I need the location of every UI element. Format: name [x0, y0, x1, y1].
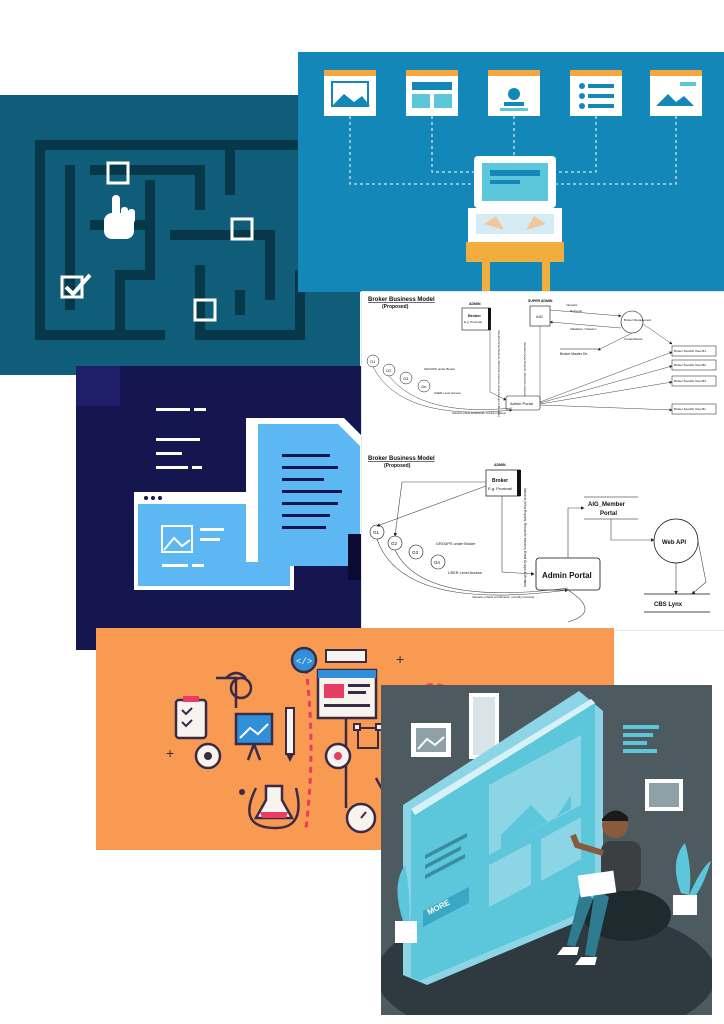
plant-left	[395, 865, 431, 943]
puzzle-gear-icon	[324, 742, 352, 770]
svg-text:Validation / Deletion: Validation / Deletion	[570, 327, 597, 331]
plant-right	[673, 843, 711, 915]
svg-text:Broker Management: Broker Management	[624, 318, 651, 322]
svg-text:Gn: Gn	[434, 560, 441, 565]
hand-pointer-icon	[104, 195, 135, 239]
svg-text:Interacts: Interacts	[566, 303, 578, 307]
svg-text:Interacts (check enrollments,: Interacts (check enrollments, monthly in…	[472, 595, 534, 599]
svg-text:+: +	[166, 745, 174, 761]
svg-text:GROUPS under Broker: GROUPS under Broker	[424, 367, 455, 371]
page-cards	[324, 70, 702, 116]
svg-text:G2: G2	[386, 368, 392, 373]
code-badge-icon: </>	[290, 646, 318, 674]
checkbox-empty-3	[193, 298, 217, 322]
diagram-bottom-subtitle: (Proposed)	[384, 463, 411, 469]
svg-text:Broker: Broker	[468, 313, 481, 318]
svg-text:G3: G3	[412, 550, 419, 555]
tab-window-icon	[325, 649, 367, 663]
svg-text:ADMIN: ADMIN	[494, 463, 506, 467]
diagram-bottom: Broker Business Model (Proposed) ADMIN B…	[368, 456, 710, 623]
svg-text:AIG_Member: AIG_Member	[588, 502, 626, 508]
svg-text:Interacts (check enrollments,: Interacts (check enrollments, monthly in…	[452, 411, 506, 415]
svg-text:Broker Specific View Bn: Broker Specific View Bn	[674, 407, 706, 411]
svg-text:USER Level Access: USER Level Access	[448, 571, 482, 575]
svg-text:Broker: Broker	[492, 478, 508, 484]
svg-text:G1: G1	[370, 359, 376, 364]
svg-text:Admin Portal: Admin Portal	[510, 401, 533, 406]
stopwatch-icon	[345, 802, 377, 834]
checkbox-empty-1	[106, 161, 130, 185]
svg-text:E.g. Proximal: E.g. Proximal	[488, 486, 512, 491]
svg-text:G3: G3	[403, 376, 409, 381]
svg-text:Interacts (View Reports, Recon: Interacts (View Reports, Reconcile Invoi…	[523, 488, 527, 587]
document-page	[246, 418, 366, 566]
picture-frame-icon	[411, 723, 451, 757]
svg-text:Broker Master Db: Broker Master Db	[560, 352, 587, 356]
svg-text:</>: </>	[296, 657, 312, 667]
svg-text:G2: G2	[391, 541, 398, 546]
diagram-top-title: Broker Business Model	[368, 297, 435, 303]
checkbox-empty-2	[230, 217, 254, 241]
svg-text:GROUPS under Broker: GROUPS under Broker	[436, 542, 476, 546]
svg-text:Broker Specific View B2: Broker Specific View B2	[674, 363, 706, 367]
svg-text:Broker Specific View B1: Broker Specific View B1	[674, 349, 706, 353]
svg-text:Admin Portal: Admin Portal	[542, 571, 592, 580]
svg-text:Broker Specific View B3: Broker Specific View B3	[674, 379, 706, 383]
svg-text:ADMIN: ADMIN	[469, 302, 481, 306]
website-builder-illustration: MORE	[381, 685, 712, 1015]
pencil-icon	[285, 707, 295, 762]
svg-text:Web API: Web API	[662, 540, 686, 546]
diagram-top: Broker Business Model (Proposed) ADMIN B…	[366, 297, 717, 417]
laptop-icon	[466, 156, 564, 292]
flask-icon	[253, 784, 295, 820]
vector-nodes-icon	[353, 723, 383, 749]
easel-icon	[234, 712, 274, 761]
svg-text:Interacts (View Reports, Recon: Interacts (View Reports, Reconcile Invoi…	[523, 342, 527, 397]
gear-icon	[194, 742, 222, 770]
svg-text:Retrieval: Retrieval	[570, 309, 582, 313]
person-icon	[557, 810, 671, 965]
laptop-dashboard-illustration	[298, 52, 724, 292]
diagram-bottom-title: Broker Business Model	[368, 456, 435, 462]
clipboard-icon	[174, 696, 208, 740]
svg-text:SUPER ADMIN: SUPER ADMIN	[528, 299, 553, 303]
giant-web-page	[403, 691, 603, 985]
svg-text:+: +	[396, 651, 404, 667]
svg-text:AIG: AIG	[536, 314, 543, 319]
checkbox-checked	[60, 275, 84, 299]
diagram-top-subtitle: (Proposed)	[382, 304, 409, 310]
svg-text:CBS Lynx: CBS Lynx	[654, 602, 683, 608]
picture-frame-right-icon	[645, 779, 683, 811]
browser-window-icon	[316, 668, 378, 720]
svg-text:Create/Delete: Create/Delete	[624, 337, 643, 341]
svg-text:USER Level Access: USER Level Access	[434, 391, 461, 395]
svg-text:Gn: Gn	[421, 384, 426, 389]
svg-text:E.g. Proximal: E.g. Proximal	[464, 320, 482, 324]
svg-text:G1: G1	[373, 530, 380, 535]
broker-diagram: Broker Business Model (Proposed) ADMIN B…	[362, 292, 724, 630]
svg-text:Interacts (View Reports, Recon: Interacts (View Reports, Reconcile Invoi…	[497, 330, 501, 417]
svg-text:Portal: Portal	[600, 511, 617, 517]
